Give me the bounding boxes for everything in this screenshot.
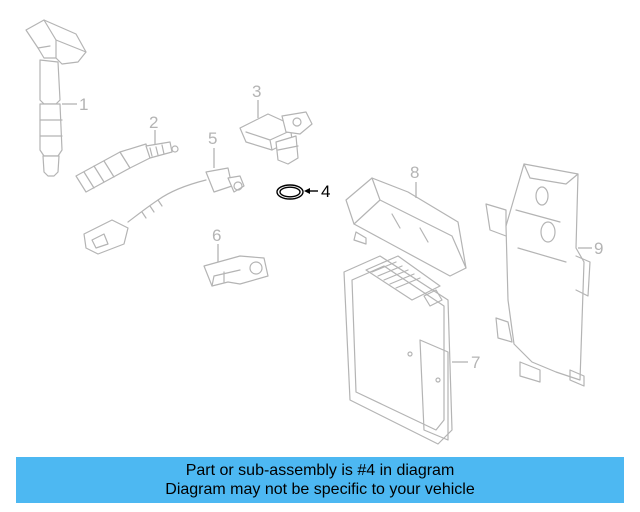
camshaft-sensor-part	[239, 111, 313, 165]
parts-diagram: 1 2 3 4	[25, 19, 603, 445]
callout-5: 5	[208, 129, 217, 168]
callout-3-label: 3	[252, 82, 261, 101]
ecm-cover-part	[345, 177, 467, 277]
info-banner: Part or sub-assembly is #4 in diagram Di…	[16, 457, 624, 503]
callout-8: 8	[410, 163, 419, 198]
callout-2-label: 2	[149, 113, 158, 132]
ignition-coil-part	[25, 19, 87, 177]
callout-9: 9	[578, 239, 603, 258]
banner-line-1: Part or sub-assembly is #4 in diagram	[185, 462, 455, 479]
o-ring-part	[276, 184, 304, 200]
engine-control-module-part	[343, 255, 453, 445]
sensor-with-cable-part	[83, 167, 245, 255]
callout-2: 2	[149, 113, 158, 144]
callout-4: 4	[304, 182, 330, 201]
banner-line-2: Diagram may not be specific to your vehi…	[165, 481, 475, 498]
speed-sensor-part	[203, 255, 269, 287]
callout-6-label: 6	[212, 226, 221, 245]
callout-8-label: 8	[410, 163, 419, 182]
callout-1-label: 1	[79, 95, 88, 114]
spark-plug-part	[75, 141, 179, 193]
mounting-bracket-part	[485, 163, 591, 387]
callout-7: 7	[452, 353, 480, 372]
callout-9-label: 9	[594, 239, 603, 258]
callout-6: 6	[212, 226, 221, 262]
callout-4-label: 4	[321, 182, 330, 201]
callout-7-label: 7	[471, 353, 480, 372]
callout-5-label: 5	[208, 129, 217, 148]
callout-3: 3	[252, 82, 261, 118]
callout-1: 1	[62, 95, 88, 114]
